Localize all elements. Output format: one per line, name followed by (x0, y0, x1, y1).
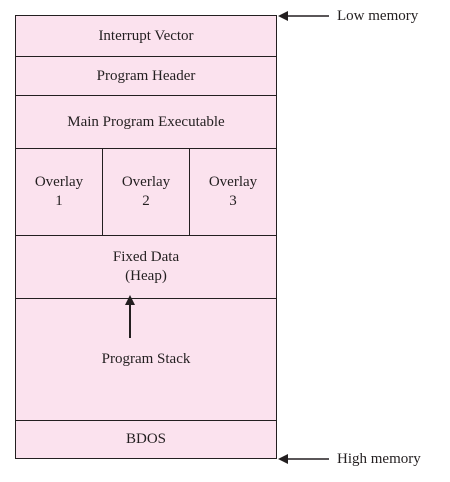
low-memory-pointer: Low memory (278, 6, 438, 26)
left-arrow-icon (278, 11, 329, 21)
overlay-row: Overlay 1 Overlay 2 Overlay 3 (16, 149, 276, 236)
overlay-3-number: 3 (229, 193, 237, 209)
segment-bdos-label: BDOS (125, 431, 166, 447)
overlay-1-title: Overlay (34, 174, 84, 190)
segment-bdos: BDOS (16, 421, 276, 458)
segment-interrupt-vector-label: Interrupt Vector (98, 27, 194, 44)
left-arrow-icon (278, 454, 329, 464)
overlay-3-title: Overlay (208, 174, 258, 190)
segment-interrupt-vector: Interrupt Vector (16, 16, 276, 57)
overlay-cell-2: Overlay 2 (102, 149, 189, 235)
high-memory-label: High memory (337, 451, 421, 467)
segment-fixed-data: Fixed Data (Heap) (16, 236, 276, 299)
overlay-2-title: Overlay (121, 174, 171, 190)
segment-program-header: Program Header (16, 57, 276, 96)
segment-fixed-data-line1: Fixed Data (112, 249, 180, 265)
segment-program-stack: Program Stack (16, 299, 276, 421)
low-memory-label: Low memory (337, 8, 419, 24)
overlay-1-number: 1 (55, 193, 63, 209)
segment-program-stack-label: Program Stack (101, 351, 191, 367)
overlay-2-number: 2 (142, 193, 150, 209)
overlay-cell-1: Overlay 1 (16, 149, 102, 235)
overlay-cell-3: Overlay 3 (189, 149, 276, 235)
segment-main-program: Main Program Executable (16, 96, 276, 149)
segment-fixed-data-line2: (Heap) (125, 268, 167, 284)
stack-growth-arrow-icon (125, 295, 135, 338)
memory-map: Interrupt Vector Program Header Main Pro… (15, 15, 277, 459)
segment-program-header-label: Program Header (96, 67, 196, 84)
segment-main-program-label: Main Program Executable (67, 113, 225, 130)
high-memory-pointer: High memory (278, 449, 438, 469)
